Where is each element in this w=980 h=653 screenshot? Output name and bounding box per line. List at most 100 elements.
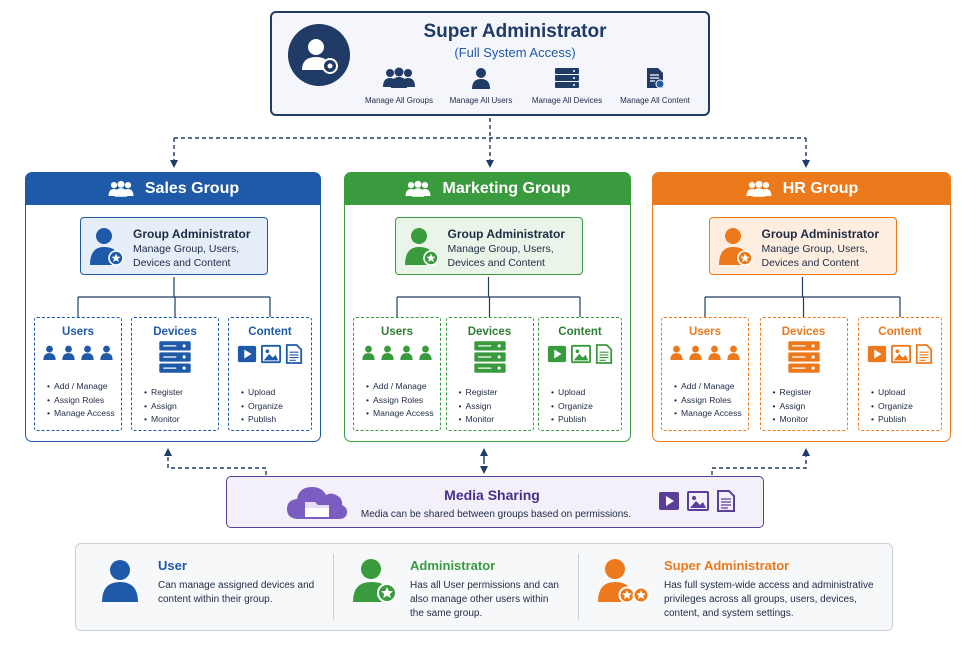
user-icon [62,345,75,360]
image-icon [261,344,281,364]
image-icon [687,491,709,511]
permission-item: Publish [551,413,593,427]
group-administrator-box: Group Administrator Manage Group, Users,… [394,217,583,275]
devices-panel-icons [761,340,847,374]
group-hr: HR Group Group Administrator Manage Grou… [652,172,951,442]
document-icon [647,68,665,89]
legend-title: User [158,558,187,573]
user-icon [81,345,94,360]
document-icon [717,490,735,512]
super-admin-subtitle: (Full System Access) [454,45,576,60]
permission-item: Organize [241,400,283,414]
image-icon [891,344,911,364]
group-icon [746,180,772,197]
group-header: HR Group [653,173,950,205]
group-administrator-description: Manage Group, Users,Devices and Content [133,243,240,269]
permission-item: Manage Access [366,407,434,421]
permission-item: Assign Roles [674,394,742,408]
users-panel: Users Add / Manage Assign Roles Manage A… [34,317,122,431]
legend-super-administrator: Super Administrator Has full system-wide… [588,552,888,624]
content-panel-title: Content [878,326,922,338]
user-icon [381,345,394,360]
super-administrator-icon [598,559,650,604]
server-icon [473,341,506,373]
permission-item: Monitor [773,413,812,427]
devices-panel-title: Devices [467,326,512,338]
permission-item: Upload [871,386,913,400]
administrator-icon [718,228,753,266]
devices-permission-list: Register Assign Monitor [459,386,498,427]
group-sales: Sales Group Group Administrator Manage G… [25,172,321,442]
video-icon [547,345,567,363]
permission-item: Register [144,386,183,400]
permission-item: Register [459,386,498,400]
devices-panel-icons [132,340,218,374]
group-administrator-box: Group Administrator Manage Group, Users,… [80,217,268,275]
group-marketing: Marketing Group Group Administrator Mana… [344,172,631,442]
image-icon [571,344,591,364]
permission-item: Assign Roles [47,394,115,408]
group-administrator-description: Manage Group, Users,Devices and Content [761,243,868,269]
permission-item: Assign [773,400,812,414]
content-panel: Content Upload Organize Publish [858,317,942,431]
administrator-icon [90,228,124,266]
video-icon [237,345,257,363]
devices-permission-list: Register Assign Monitor [144,386,183,427]
devices-permission-list: Register Assign Monitor [773,386,812,427]
devices-panel: Devices Register Assign Monitor [445,317,534,431]
group-administrator-title: Group Administrator [761,227,880,241]
administrator-icon [353,559,397,603]
cloud-folder-icon [287,487,348,519]
permission-item: Publish [241,413,283,427]
group-tree-lines [396,277,581,317]
server-icon [555,68,579,88]
server-icon [787,341,820,373]
capability-manage-devices: Manage All Devices [524,67,610,105]
user-icon [102,560,138,602]
devices-panel-icons [447,340,533,374]
permission-item: Organize [551,400,593,414]
document-icon [915,344,933,364]
users-permission-list: Add / Manage Assign Roles Manage Access [366,380,434,421]
users-panel-title: Users [689,326,721,338]
user-icon [708,345,721,360]
permission-item: Register [773,386,812,400]
document-icon [595,344,613,364]
legend-title: Administrator [410,558,496,573]
devices-panel: Devices Register Assign Monitor [131,317,219,431]
users-panel-icons [354,344,440,361]
super-admin-avatar-icon [288,24,350,86]
users-panel-icons [35,344,121,361]
group-tree-lines [77,277,271,317]
users-panel-title: Users [381,326,413,338]
devices-panel: Devices Register Assign Monitor [759,317,848,431]
group-name: Marketing Group [442,180,571,197]
group-administrator-box: Group Administrator Manage Group, Users,… [708,217,897,275]
group-icon [383,67,415,88]
group-header: Marketing Group [345,173,630,205]
user-icon [100,345,113,360]
users-panel: Users Add / Manage Assign Roles Manage A… [353,317,441,431]
permission-item: Upload [241,386,283,400]
user-icon [472,68,490,89]
video-icon [867,345,887,363]
permission-item: Add / Manage [366,380,434,394]
permission-item: Assign [144,400,183,414]
permission-item: Upload [551,386,593,400]
content-panel-icons [229,344,311,364]
content-panel-icons [539,344,621,364]
users-panel-title: Users [62,326,94,338]
legend-description: Has full system-wide access and administ… [664,580,874,619]
capability-label: Manage All Devices [531,96,603,105]
content-panel: Content Upload Organize Publish [538,317,622,431]
document-icon [285,344,303,364]
group-administrator-title: Group Administrator [447,227,566,241]
capability-manage-users: Manage All Users [438,67,524,105]
group-administrator-title: Group Administrator [133,227,251,241]
group-administrator-description: Manage Group, Users,Devices and Content [447,243,554,269]
video-icon [659,492,679,510]
group-header: Sales Group [26,173,320,205]
permission-item: Add / Manage [674,380,742,394]
